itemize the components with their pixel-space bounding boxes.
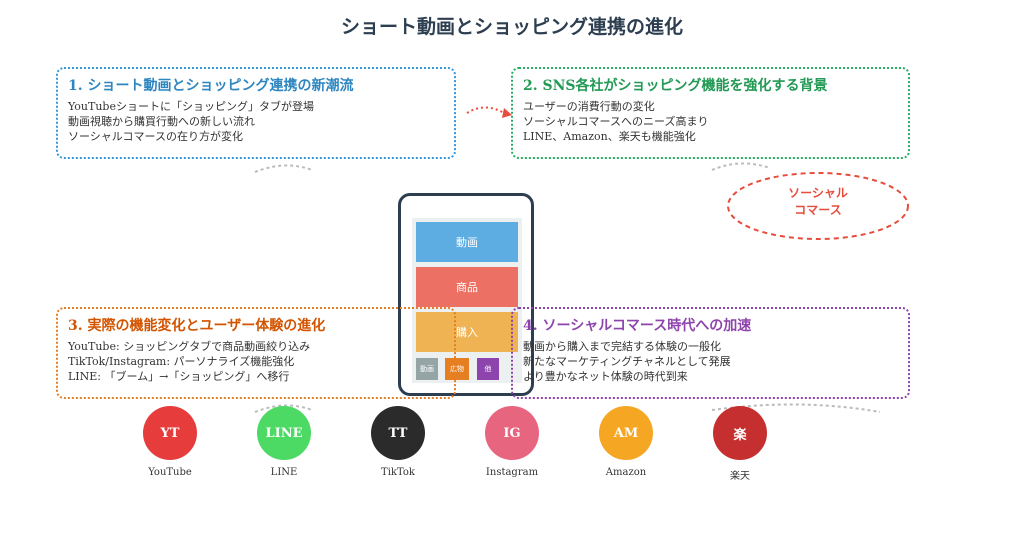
section-3: 3. 実際の機能変化とユーザー体験の進化 YouTube: ショッピングタブで商… — [56, 307, 456, 399]
platform-tiktok-icon: TT — [371, 406, 425, 460]
section-2: 2. SNS各社がショッピング機能を強化する背景 ユーザーの消費行動の変化 ソー… — [511, 67, 910, 159]
section-2-line: LINE、Amazon、楽天も機能強化 — [523, 130, 696, 143]
social-commerce-bubble: ソーシャル コマース — [760, 185, 876, 219]
section-2-line: ソーシャルコマースへのニーズ高まり — [523, 115, 709, 128]
platform-line-label: LINE — [270, 467, 298, 478]
phone-block-purchase: 購入 — [416, 312, 518, 352]
page-title: ショート動画とショッピング連携の進化 — [340, 16, 683, 38]
section-4: 4. ソーシャルコマース時代への加速 動画から購入まで完結する体験の一般化 新た… — [511, 307, 910, 399]
social-commerce-line2: コマース — [794, 203, 842, 217]
phone-small-video: 動画 — [416, 358, 438, 380]
section-1-title: 1. ショート動画とショッピング連携の新潮流 — [68, 78, 354, 94]
platform-instagram-label: Instagram — [485, 467, 539, 478]
platform-youtube-label: YouTube — [148, 467, 192, 478]
platform-youtube-icon: YT — [143, 406, 197, 460]
platform-rakuten-label: 楽天 — [730, 471, 750, 482]
phone-small-other: 他 — [477, 358, 499, 380]
connector-arc-1 — [254, 164, 313, 173]
connector-arc-2 — [711, 162, 771, 171]
section-1-line: 動画視聴から購買行動への新しい流れ — [68, 115, 255, 128]
section-1-line: YouTubeショートに「ショッピング」タブが登場 — [68, 100, 314, 113]
section-2-title: 2. SNS各社がショッピング機能を強化する背景 — [523, 78, 828, 94]
section-3-title: 3. 実際の機能変化とユーザー体験の進化 — [68, 318, 326, 334]
social-commerce-ellipse — [727, 172, 909, 240]
section-3-line: TikTok/Instagram: パーソナライズ機能強化 — [68, 355, 295, 368]
connector-arc-3 — [254, 404, 313, 413]
section-4-line: 動画から購入まで完結する体験の一般化 — [523, 340, 721, 353]
section-3-line: YouTube: ショッピングタブで商品動画絞り込み — [68, 340, 311, 353]
section-3-line: LINE: 「ブーム」→「ショッピング」へ移行 — [68, 370, 290, 383]
section-4-title: 4. ソーシャルコマース時代への加速 — [523, 318, 752, 334]
section-2-line: ユーザーの消費行動の変化 — [523, 100, 655, 113]
platform-amazon-icon: AM — [599, 406, 653, 460]
section-4-line: 新たなマーケティングチャネルとして発展 — [523, 355, 731, 368]
platform-amazon-label: Amazon — [605, 467, 647, 478]
phone-block-video: 動画 — [416, 222, 518, 262]
section-1-line: ソーシャルコマースの在り方が変化 — [68, 130, 244, 143]
phone-small-ad: 広物 — [445, 358, 469, 380]
social-commerce-line1: ソーシャル — [788, 186, 848, 200]
platform-line-icon: LINE — [257, 406, 311, 460]
platform-rakuten-icon: 楽 — [713, 406, 767, 460]
platform-tiktok-label: TikTok — [381, 467, 415, 478]
section-4-line: より豊かなネット体験の時代到来 — [523, 370, 688, 383]
section-1: 1. ショート動画とショッピング連携の新潮流 YouTubeショートに「ショッピ… — [56, 67, 456, 159]
platform-instagram-icon: IG — [485, 406, 539, 460]
arrow-1-to-2 — [466, 106, 505, 114]
phone-block-product: 商品 — [416, 267, 518, 307]
arrowhead — [502, 108, 512, 118]
